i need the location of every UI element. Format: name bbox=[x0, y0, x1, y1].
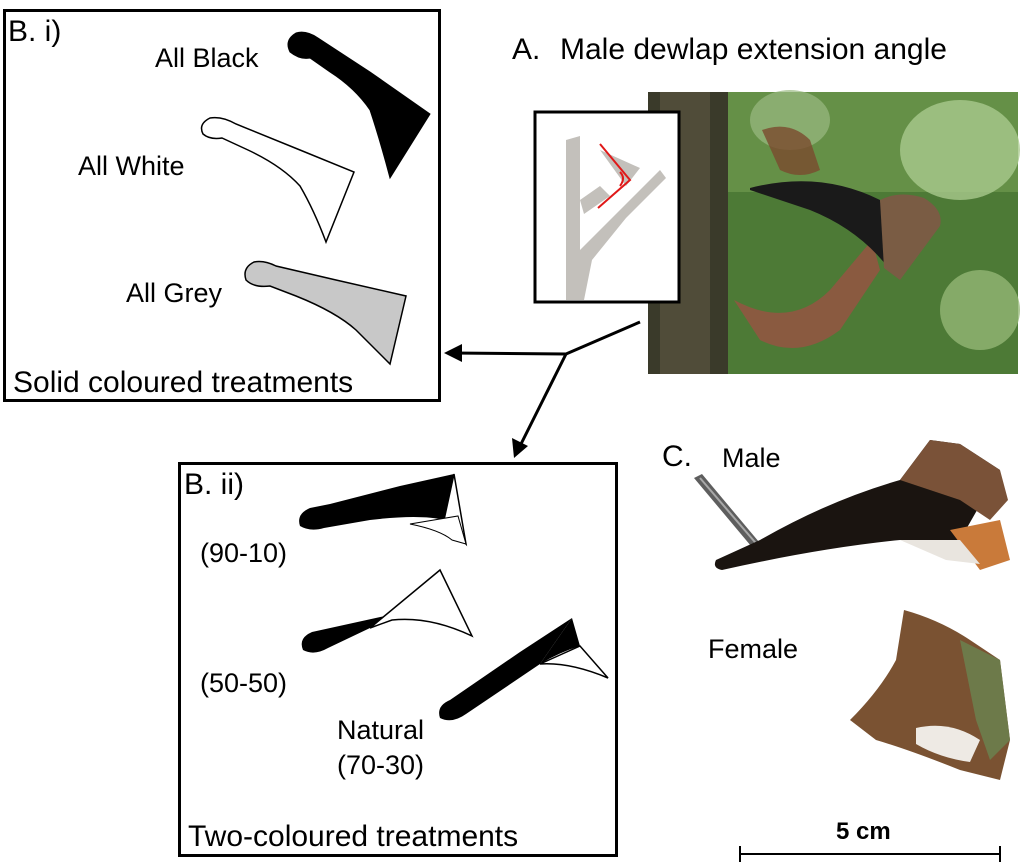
female-dewlap-specimen bbox=[850, 610, 1010, 780]
male-dewlap-specimen bbox=[694, 440, 1010, 570]
dewlap-natural bbox=[439, 618, 609, 721]
scale-bar bbox=[739, 846, 1001, 862]
solid-caption: Solid coloured treatments bbox=[13, 366, 354, 399]
panel-a-title: Male dewlap extension angle bbox=[560, 33, 947, 66]
natural-label: Natural bbox=[337, 715, 425, 745]
panel-a-label: A. bbox=[512, 33, 541, 66]
female-label: Female bbox=[708, 634, 799, 664]
ratio-50-50-label: (50-50) bbox=[200, 668, 288, 698]
two-coloured-caption: Two-coloured treatments bbox=[188, 820, 519, 853]
connector-arrows bbox=[451, 320, 641, 451]
all-grey-dewlap bbox=[244, 260, 407, 366]
all-grey-label: All Grey bbox=[126, 278, 223, 308]
arrow-head-left bbox=[444, 344, 462, 362]
arrow-head-down bbox=[512, 438, 528, 458]
scale-bar-label: 5 cm bbox=[836, 818, 891, 845]
all-black-label: All Black bbox=[155, 43, 259, 73]
ratio-70-30-label: (70-30) bbox=[337, 750, 425, 780]
panel-b-ii-label: B. ii) bbox=[184, 468, 244, 501]
lizard-photo bbox=[648, 90, 1020, 374]
male-label: Male bbox=[722, 443, 781, 473]
all-white-dewlap bbox=[200, 116, 355, 245]
ratio-90-10-label: (90-10) bbox=[200, 538, 288, 568]
dewlap-50-50 bbox=[301, 568, 474, 653]
all-white-label: All White bbox=[78, 151, 185, 181]
panel-c-label: C. bbox=[662, 440, 692, 473]
all-black-dewlap bbox=[287, 31, 431, 180]
dewlap-angle-inset bbox=[533, 110, 681, 304]
panel-b-i-label: B. i) bbox=[8, 15, 62, 48]
dewlap-90-10 bbox=[299, 473, 468, 547]
